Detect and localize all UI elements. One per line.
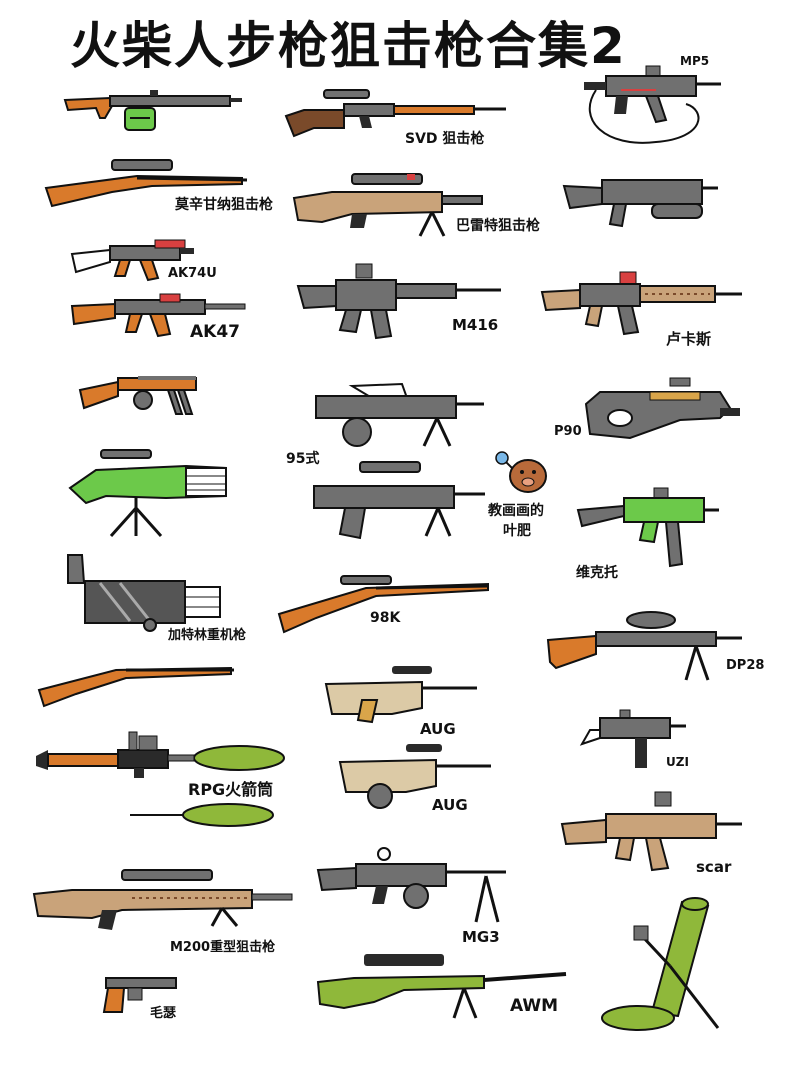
gatling-gun-drawing bbox=[60, 553, 230, 633]
p90-drawing bbox=[580, 374, 745, 444]
ak74u-drawing bbox=[70, 236, 200, 286]
uzi-drawing bbox=[579, 708, 690, 773]
aug1-label: AUG bbox=[420, 720, 456, 738]
author-label-line1: 教画画的 bbox=[488, 503, 544, 519]
ak47-label: AK47 bbox=[190, 322, 240, 342]
barrett-sniper-drawing bbox=[292, 172, 492, 240]
author-label-line2: 叶肥 bbox=[503, 523, 531, 539]
svd-sniper-drawing bbox=[284, 88, 509, 138]
barrett-label: 巴雷特狙击枪 bbox=[456, 218, 540, 234]
mp5-drawing bbox=[576, 60, 726, 150]
lucas-rifle-drawing bbox=[540, 270, 745, 340]
page-title: 火柴人步枪狙击枪合集2 bbox=[70, 17, 627, 75]
rpg-rocket-drawing bbox=[128, 800, 278, 830]
lucas-label: 卢卡斯 bbox=[666, 330, 712, 348]
mortar-drawing bbox=[598, 896, 728, 1036]
m200-label: M200重型狙击枪 bbox=[170, 940, 276, 955]
k98-label: 98K bbox=[370, 610, 401, 626]
svd-label: SVD 狙击枪 bbox=[405, 131, 485, 147]
vector-label: 维克托 bbox=[576, 565, 618, 581]
p90-label: P90 bbox=[554, 424, 582, 439]
author-boar-avatar bbox=[494, 448, 554, 498]
qbz95-scoped-drawing bbox=[310, 460, 490, 540]
aug2-label: AUG bbox=[432, 796, 468, 814]
pkm-machine-gun-drawing bbox=[60, 88, 245, 138]
long-rifle-drawing bbox=[36, 660, 236, 710]
mosin-label: 莫辛甘纳狙击枪 bbox=[175, 197, 273, 213]
vector-smg-drawing bbox=[574, 486, 724, 571]
mauser-label: 毛瑟 bbox=[150, 1006, 177, 1021]
mosin-rifle-drawing bbox=[42, 158, 252, 213]
aug-rifle-drawing bbox=[322, 664, 482, 724]
uzi-label: UZI bbox=[666, 755, 689, 769]
dp28-label: DP28 bbox=[726, 658, 765, 673]
gatling-label: 加特林重机枪 bbox=[168, 628, 247, 643]
m416-drawing bbox=[296, 262, 506, 340]
mp5-label: MP5 bbox=[680, 54, 710, 68]
mg3-machine-gun-drawing bbox=[316, 846, 511, 926]
tommy-gun-drawing bbox=[78, 370, 208, 425]
dp28-machine-gun-drawing bbox=[546, 610, 746, 685]
bizon-drawing bbox=[562, 174, 722, 234]
awm-label: AWM bbox=[510, 996, 559, 1016]
rpg-launcher-drawing bbox=[34, 730, 285, 780]
ak74u-label: AK74U bbox=[168, 266, 217, 281]
qbz95-label: 95式 bbox=[286, 451, 320, 467]
qbz95-drawing bbox=[312, 380, 487, 450]
m416-label: M416 bbox=[452, 316, 499, 334]
scar-label: scar bbox=[696, 858, 732, 876]
aug-grenade-drawing bbox=[336, 742, 496, 812]
ak47-drawing bbox=[70, 290, 255, 340]
green-minigun-drawing bbox=[66, 448, 231, 538]
scar-rifle-drawing bbox=[560, 790, 745, 875]
mg3-label: MG3 bbox=[462, 928, 500, 946]
awm-sniper-drawing bbox=[314, 952, 569, 1022]
mauser-pistol-drawing bbox=[100, 972, 180, 1017]
m200-sniper-drawing bbox=[32, 868, 297, 933]
k98-rifle-drawing bbox=[276, 574, 491, 634]
rpg-label: RPG火箭筒 bbox=[188, 780, 274, 799]
